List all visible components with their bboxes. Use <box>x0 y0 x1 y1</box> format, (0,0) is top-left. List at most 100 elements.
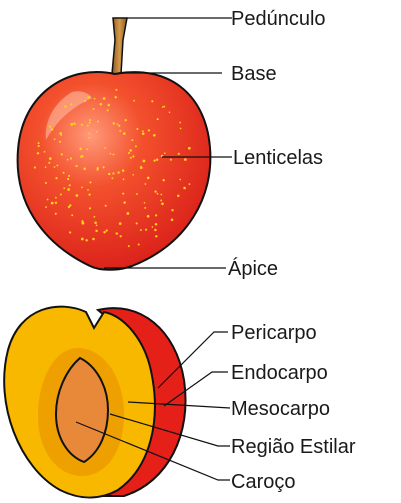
lenticel-dot <box>94 216 96 218</box>
lenticel-dot <box>120 235 122 237</box>
lenticel-dot <box>55 197 57 199</box>
lenticel-dot <box>136 193 138 195</box>
lenticel-dot <box>49 157 52 160</box>
lenticel-dot <box>60 194 62 196</box>
lenticel-dot <box>67 159 69 161</box>
lenticel-dot <box>113 122 115 124</box>
lenticel-dot <box>106 229 108 231</box>
lenticel-dot <box>143 160 146 163</box>
lenticel-dot <box>112 172 114 174</box>
lenticel-dot <box>160 194 162 196</box>
lenticel-dot <box>152 226 154 228</box>
lenticel-dot <box>71 124 73 126</box>
label-lenticelas: Lenticelas <box>233 147 323 169</box>
lenticel-dot <box>151 100 153 102</box>
lenticel-dot <box>123 178 125 180</box>
lenticel-dot <box>45 206 47 208</box>
lenticel-dot <box>55 177 57 179</box>
lenticel-dot <box>95 230 97 232</box>
lenticel-dot <box>140 166 142 168</box>
lenticel-dot <box>103 97 106 100</box>
lenticel-dot <box>155 223 158 226</box>
lenticel-dot <box>132 155 134 157</box>
lenticel-dot <box>69 184 71 186</box>
lenticel-dot <box>81 124 83 126</box>
lenticel-dot <box>117 171 119 173</box>
lenticel-dot <box>45 182 47 184</box>
lenticel-dot <box>81 187 83 189</box>
lenticel-dot <box>85 239 87 241</box>
lenticel-dot <box>171 219 174 222</box>
lenticel-dot <box>135 145 137 147</box>
lenticel-dot <box>75 165 77 167</box>
lenticel-dot <box>64 105 66 107</box>
lenticel-dot <box>45 166 47 168</box>
lenticel-dot <box>47 199 49 201</box>
lenticel-dot <box>48 162 50 164</box>
lenticel-dot <box>130 157 132 159</box>
lenticel-dot <box>89 207 91 209</box>
lenticel-dot <box>155 235 157 237</box>
lenticel-dot <box>125 119 127 121</box>
lenticel-dot <box>142 132 145 135</box>
lenticel-dot <box>38 142 40 144</box>
lenticel-dot <box>81 238 84 241</box>
lenticel-dot <box>171 209 173 211</box>
lenticel-dot <box>49 126 51 128</box>
lenticel-dot <box>109 153 111 155</box>
lenticel-dot <box>89 122 91 124</box>
lenticel-dot <box>96 224 98 226</box>
lenticel-dot <box>188 147 191 150</box>
lenticel-dot <box>92 238 95 241</box>
lenticel-dot <box>115 96 117 98</box>
lenticel-dot <box>122 169 125 172</box>
lenticel-dot <box>70 104 72 106</box>
lenticel-dot <box>123 201 125 203</box>
lenticel-dot <box>179 179 181 181</box>
lenticel-dot <box>94 222 97 225</box>
lenticel-dot <box>178 153 180 155</box>
lenticel-dot <box>89 119 91 121</box>
lenticel-dot <box>70 157 72 159</box>
label-base: Base <box>231 63 277 85</box>
stem <box>112 18 127 74</box>
lenticel-dot <box>118 125 120 127</box>
lenticel-dot <box>153 159 155 161</box>
lenticel-dot <box>162 106 164 108</box>
lenticel-dot <box>136 222 138 224</box>
lenticel-dot <box>71 214 73 216</box>
lenticel-dot <box>144 202 146 204</box>
whole-fruit <box>18 18 211 270</box>
lenticel-dot <box>154 190 156 192</box>
lenticel-dot <box>87 189 89 191</box>
lenticel-dot <box>108 173 110 175</box>
lenticel-dot <box>133 100 135 102</box>
lenticel-dot <box>94 98 96 100</box>
lenticel-dot <box>79 148 82 151</box>
lenticel-dot <box>68 175 70 177</box>
lenticel-dot <box>82 222 85 225</box>
lenticel-dot <box>67 188 70 191</box>
lenticel-dot <box>63 187 65 189</box>
label-endocarpo: Endocarpo <box>231 362 328 384</box>
lenticel-dot <box>97 167 99 169</box>
label-caroco: Caroço <box>231 471 295 493</box>
lenticel-dot <box>108 104 111 107</box>
lenticel-dot <box>87 125 89 127</box>
lenticel-dot <box>189 183 191 185</box>
label-apice: Ápice <box>228 257 278 280</box>
lenticel-dot <box>128 245 130 247</box>
lenticel-dot <box>145 183 147 185</box>
lenticel-dot <box>169 111 171 113</box>
lenticel-dot <box>97 120 99 122</box>
lenticel-dot <box>138 244 140 246</box>
lenticel-dot <box>56 164 58 166</box>
lenticel-dot <box>161 202 164 205</box>
lenticel-dot <box>89 181 91 183</box>
lenticel-dot <box>88 97 90 99</box>
lenticel-dot <box>83 168 86 171</box>
lenticel-dot <box>37 152 39 154</box>
lenticel-dot <box>51 128 54 131</box>
lenticel-dot <box>145 229 147 231</box>
lenticel-dot <box>129 149 132 152</box>
